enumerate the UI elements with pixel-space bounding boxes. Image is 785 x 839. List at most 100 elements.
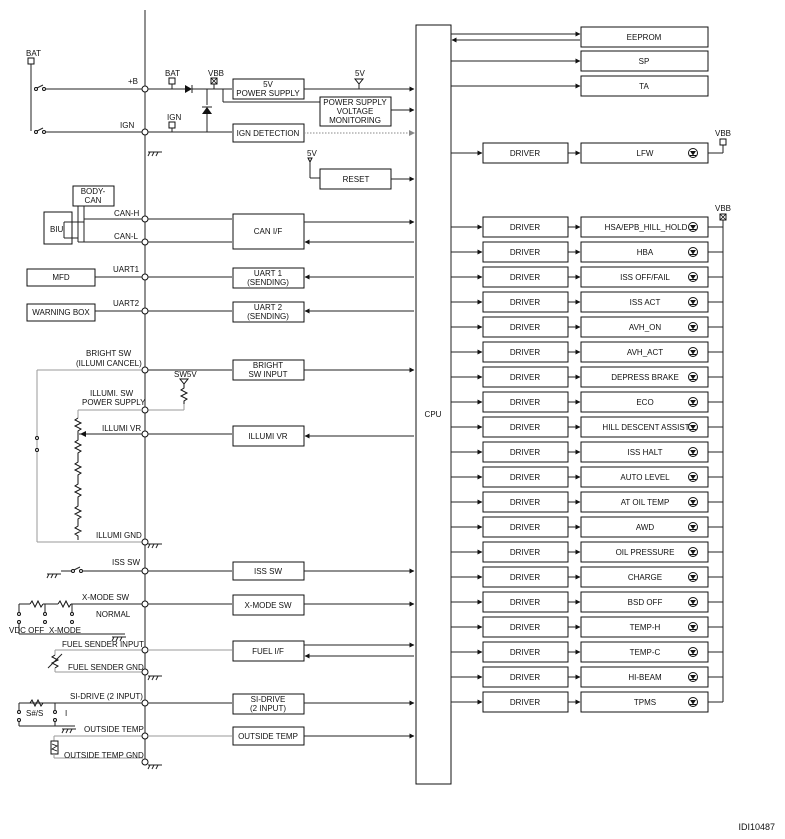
svg-text:5V: 5V xyxy=(355,69,365,78)
svg-text:CAN-H: CAN-H xyxy=(114,209,140,218)
svg-text:ILLUMI. SW: ILLUMI. SW xyxy=(90,389,134,398)
driver-label: DRIVER xyxy=(510,448,540,457)
svg-text:X-MODE SW: X-MODE SW xyxy=(244,601,292,610)
junction-dot xyxy=(141,699,149,707)
driver-label: DRIVER xyxy=(510,598,540,607)
svg-text:X-MODE: X-MODE xyxy=(49,626,81,635)
indicator-row: DRIVER TEMP-H xyxy=(451,616,723,638)
svg-text:ILLUMI VR: ILLUMI VR xyxy=(248,432,287,441)
svg-text:CAN: CAN xyxy=(85,196,102,205)
led-icon xyxy=(688,372,698,382)
junction-dot xyxy=(141,538,149,546)
svg-text:OUTSIDE TEMP: OUTSIDE TEMP xyxy=(238,732,298,741)
diode-icon xyxy=(202,107,212,114)
driver-label: DRIVER xyxy=(510,223,540,232)
svg-text:ILLUMI GND: ILLUMI GND xyxy=(96,531,142,540)
indicator-label: HSA/EPB_HILL_HOLD xyxy=(605,223,688,232)
xmode-sw-section: X-MODE SW NORMAL VDC OFF X-MODE X-MODE S… xyxy=(9,593,415,642)
svg-text:NORMAL: NORMAL xyxy=(96,610,131,619)
junction-dot xyxy=(141,758,149,766)
ground-icon xyxy=(46,573,61,579)
svg-text:FUEL I/F: FUEL I/F xyxy=(252,647,284,656)
svg-text:VBB: VBB xyxy=(715,204,731,213)
led-icon xyxy=(688,148,698,158)
svg-text:IGN: IGN xyxy=(167,113,181,122)
led-icon xyxy=(688,272,698,282)
svg-text:BRIGHT: BRIGHT xyxy=(253,361,283,370)
ground-icon xyxy=(147,764,162,770)
driver-label: DRIVER xyxy=(510,423,540,432)
svg-text:FUEL SENDER GND: FUEL SENDER GND xyxy=(68,663,144,672)
led-icon xyxy=(688,697,698,707)
resistor-icon xyxy=(57,599,72,609)
svg-text:POWER SUPPLY: POWER SUPPLY xyxy=(236,89,300,98)
svg-text:SP: SP xyxy=(639,57,650,66)
svg-text:MONITORING: MONITORING xyxy=(329,116,381,125)
si-drive-section: SI-DRIVE (2 INPUT) S#/S I SI-DRIVE (2 IN… xyxy=(17,692,415,734)
svg-text:ISS SW: ISS SW xyxy=(112,558,140,567)
led-icon xyxy=(688,322,698,332)
svg-text:TA: TA xyxy=(639,82,649,91)
svg-text:MFD: MFD xyxy=(52,273,70,282)
junction-dot xyxy=(141,406,149,414)
svg-text:LFW: LFW xyxy=(637,149,654,158)
driver-label: DRIVER xyxy=(510,623,540,632)
svg-text:S#/S: S#/S xyxy=(26,709,43,718)
junction-dot xyxy=(141,366,149,374)
svg-text:UART1: UART1 xyxy=(113,265,140,274)
svg-text:POWER SUPPLY: POWER SUPPLY xyxy=(323,98,387,107)
ign-input: IGN IGN IGN DETECTION xyxy=(30,88,415,157)
svg-text:CAN-L: CAN-L xyxy=(114,232,139,241)
svg-text:UART2: UART2 xyxy=(113,299,140,308)
svg-text:(2 INPUT): (2 INPUT) xyxy=(250,704,286,713)
bat-terminal-icon xyxy=(27,57,35,65)
supply-arrow-icon xyxy=(353,78,365,85)
bat-input: BAT +B BAT VBB xyxy=(26,49,320,132)
svg-text:BRIGHT SW: BRIGHT SW xyxy=(86,349,132,358)
indicator-label: HI-BEAM xyxy=(628,673,662,682)
led-icon xyxy=(688,447,698,457)
svg-text:WARNING BOX: WARNING BOX xyxy=(32,308,90,317)
led-icon xyxy=(688,422,698,432)
svg-text:EEPROM: EEPROM xyxy=(627,33,662,42)
voltage-monitoring-block: POWER SUPPLY VOLTAGE MONITORING xyxy=(319,96,415,127)
ground-icon xyxy=(111,636,126,642)
driver-label: DRIVER xyxy=(510,298,540,307)
indicator-label: HBA xyxy=(637,248,654,257)
svg-text:I: I xyxy=(65,709,67,718)
junction-dot xyxy=(141,273,149,281)
junction-dot xyxy=(141,732,149,740)
led-icon xyxy=(688,522,698,532)
indicator-label: TEMP-H xyxy=(630,623,661,632)
svg-text:RESET: RESET xyxy=(343,175,370,184)
led-icon xyxy=(688,397,698,407)
indicator-label: TPMS xyxy=(634,698,656,707)
diode-icon xyxy=(185,85,192,93)
ground-icon xyxy=(61,728,76,734)
driver-label: DRIVER xyxy=(510,548,540,557)
indicator-label: HILL DESCENT ASSIST xyxy=(602,423,689,432)
junction-dot xyxy=(141,600,149,608)
driver-label: DRIVER xyxy=(510,698,540,707)
junction-dot xyxy=(141,668,149,676)
svg-text:+B: +B xyxy=(128,77,138,86)
led-icon xyxy=(688,572,698,582)
svg-text:BODY-: BODY- xyxy=(81,187,106,196)
resistor-icon xyxy=(179,384,189,404)
svg-text:OUTSIDE TEMP GND: OUTSIDE TEMP GND xyxy=(64,751,144,760)
led-icon xyxy=(688,622,698,632)
sp-block: SP xyxy=(451,50,709,72)
led-icon xyxy=(688,672,698,682)
svg-text:UART 1: UART 1 xyxy=(254,269,283,278)
